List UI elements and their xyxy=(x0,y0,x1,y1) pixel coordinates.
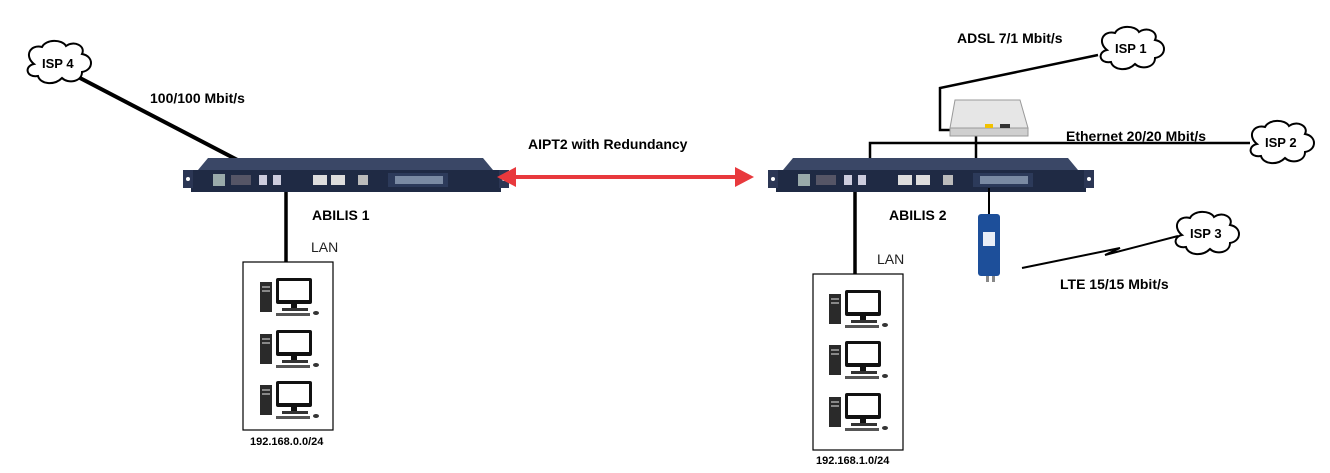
isp4-speed-label: 100/100 Mbit/s xyxy=(150,90,245,106)
lte-wireless-link xyxy=(1021,235,1179,269)
abilis1-label: ABILIS 1 xyxy=(312,207,370,223)
lte-label: LTE 15/15 Mbit/s xyxy=(1060,276,1169,292)
router-abilis-1 xyxy=(183,158,509,192)
adsl-label: ADSL 7/1 Mbit/s xyxy=(957,30,1063,46)
isp2-label: ISP 2 xyxy=(1265,135,1297,150)
subnet-left: 192.168.0.0/24 xyxy=(250,436,324,448)
ethernet-label: Ethernet 20/20 Mbit/s xyxy=(1066,128,1207,144)
tunnel-arrow xyxy=(497,167,754,187)
subnet-right: 192.168.1.0/24 xyxy=(816,455,890,467)
adsl-modem xyxy=(949,99,1029,137)
abilis2-label: ABILIS 2 xyxy=(889,207,947,223)
router-abilis-2 xyxy=(768,158,1094,192)
isp3-label: ISP 3 xyxy=(1190,226,1222,241)
isp1-label: ISP 1 xyxy=(1115,41,1147,56)
lan-label-right: LAN xyxy=(877,251,905,267)
lte-modem xyxy=(978,188,1000,282)
lan-label-left: LAN xyxy=(311,239,339,255)
tunnel-label: AIPT2 with Redundancy xyxy=(528,136,688,152)
isp4-label: ISP 4 xyxy=(42,56,74,71)
